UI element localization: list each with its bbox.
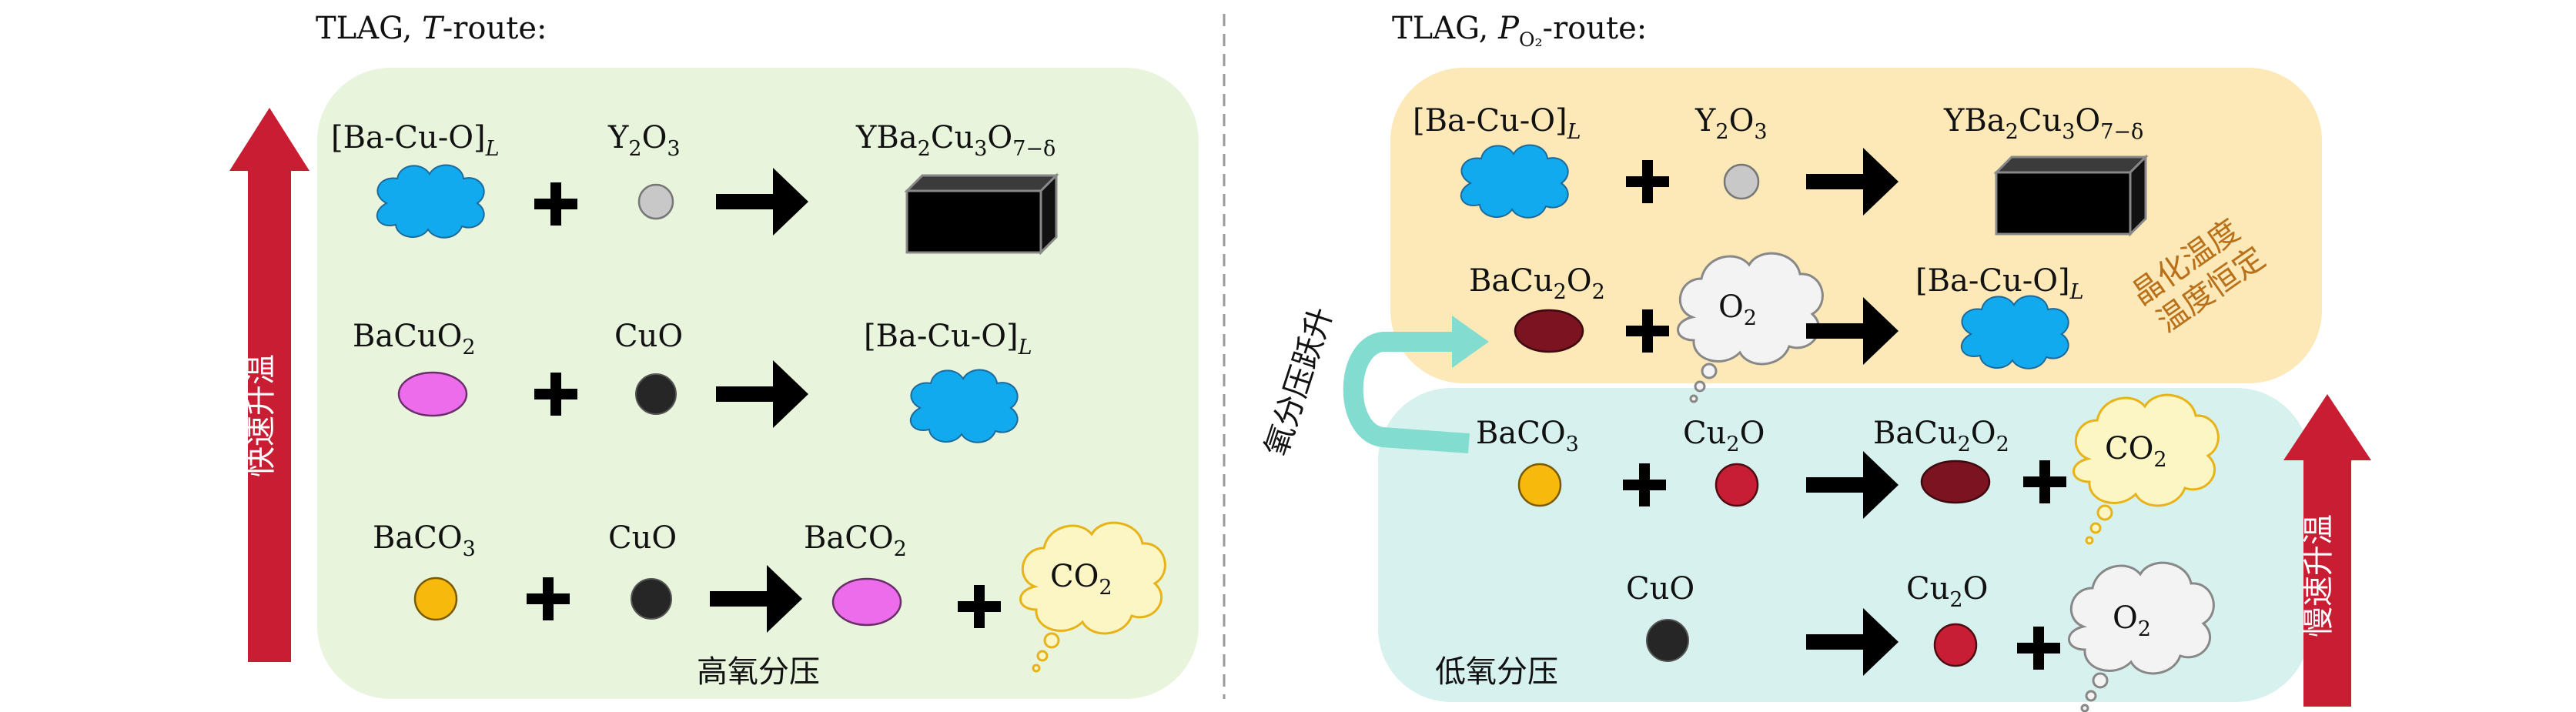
baco3-sphere-icon — [1517, 463, 1562, 507]
bacu2o2-ellipse-icon — [1514, 309, 1584, 353]
y2o3-sphere-icon — [637, 183, 674, 220]
right-row2-product-label: [Ba-Cu-O]L — [1915, 263, 2084, 304]
left-panel-title: TLAG, T-route: — [316, 11, 547, 46]
right-row1-reactant1-label: [Ba-Cu-O]L — [1413, 103, 1581, 144]
right-row2-reactant1-label: BaCu2O2 — [1469, 263, 1605, 304]
fast-heating-arrow: 快速升温 — [229, 108, 309, 662]
right-row2-gas-label: O2 — [1718, 289, 1757, 330]
ybco-block-icon — [1995, 155, 2147, 236]
left-row2-reactant2-label: CuO — [614, 319, 683, 354]
fast-heating-label: 快速升温 — [243, 354, 279, 477]
left-row1-reactant1-label: [Ba-Cu-O]L — [331, 120, 500, 161]
right-row3-reactant2-label: Cu2O — [1683, 416, 1765, 456]
right-row3-product-label: BaCu2O2 — [1873, 416, 2009, 456]
right-panel-title: TLAG, PO₂-route: — [1392, 11, 1647, 51]
bacuo2-ellipse-icon — [397, 371, 468, 417]
cuo-sphere-icon — [1646, 619, 1689, 662]
baco3-sphere-icon — [413, 577, 458, 621]
right-bottom-label: 低氧分压 — [1435, 654, 1558, 690]
left-row1-product-label: YBa2Cu3O7−δ — [855, 120, 1055, 161]
left-row3-gas-label: CO2 — [1050, 559, 1112, 600]
right-row3-reactant1-label: BaCO3 — [1476, 416, 1579, 456]
left-panel: TLAG, T-route: 快速升温 [Ba-Cu-O]L Y2O3 YBa2… — [229, 11, 1199, 699]
left-row3-product-label: BaCO2 — [804, 520, 907, 561]
cuo-sphere-icon — [635, 373, 677, 415]
y2o3-sphere-icon — [1723, 163, 1760, 200]
oxygen-jump-label: 氧分压跃升 — [1259, 303, 1340, 460]
cu2o-sphere-icon — [1933, 623, 1978, 667]
right-top-background — [1390, 68, 2322, 383]
cuo-sphere-icon — [631, 578, 672, 620]
ybco-block-icon — [905, 174, 1058, 254]
right-row1-reactant2-label: Y2O3 — [1694, 103, 1768, 144]
right-row3-gas-label: CO2 — [2105, 431, 2167, 472]
baco2-ellipse-icon — [831, 577, 902, 627]
right-row4-reactant-label: CuO — [1626, 571, 1694, 607]
right-row4-gas-label: O2 — [2113, 600, 2151, 641]
slow-heating-arrow: 慢速升温 — [2283, 394, 2371, 707]
left-row3-reactant1-label: BaCO3 — [373, 520, 476, 561]
bacu2o2-ellipse-icon — [1920, 460, 1991, 504]
left-row2-product-label: [Ba-Cu-O]L — [864, 319, 1032, 359]
right-row1-product-label: YBa2Cu3O7−δ — [1943, 103, 2143, 144]
cu2o-sphere-icon — [1715, 463, 1759, 507]
left-row1-reactant2-label: Y2O3 — [607, 120, 681, 161]
left-row2-reactant1-label: BaCuO2 — [353, 319, 476, 359]
left-row3-reactant2-label: CuO — [608, 520, 677, 556]
left-bottom-label: 高氧分压 — [697, 654, 820, 690]
right-panel: TLAG, PO₂-route: [Ba-Cu-O]L Y2O3 YBa2Cu3… — [1259, 11, 2371, 712]
right-row4-product-label: Cu2O — [1906, 571, 1988, 612]
slow-heating-label: 慢速升温 — [2301, 514, 2337, 637]
